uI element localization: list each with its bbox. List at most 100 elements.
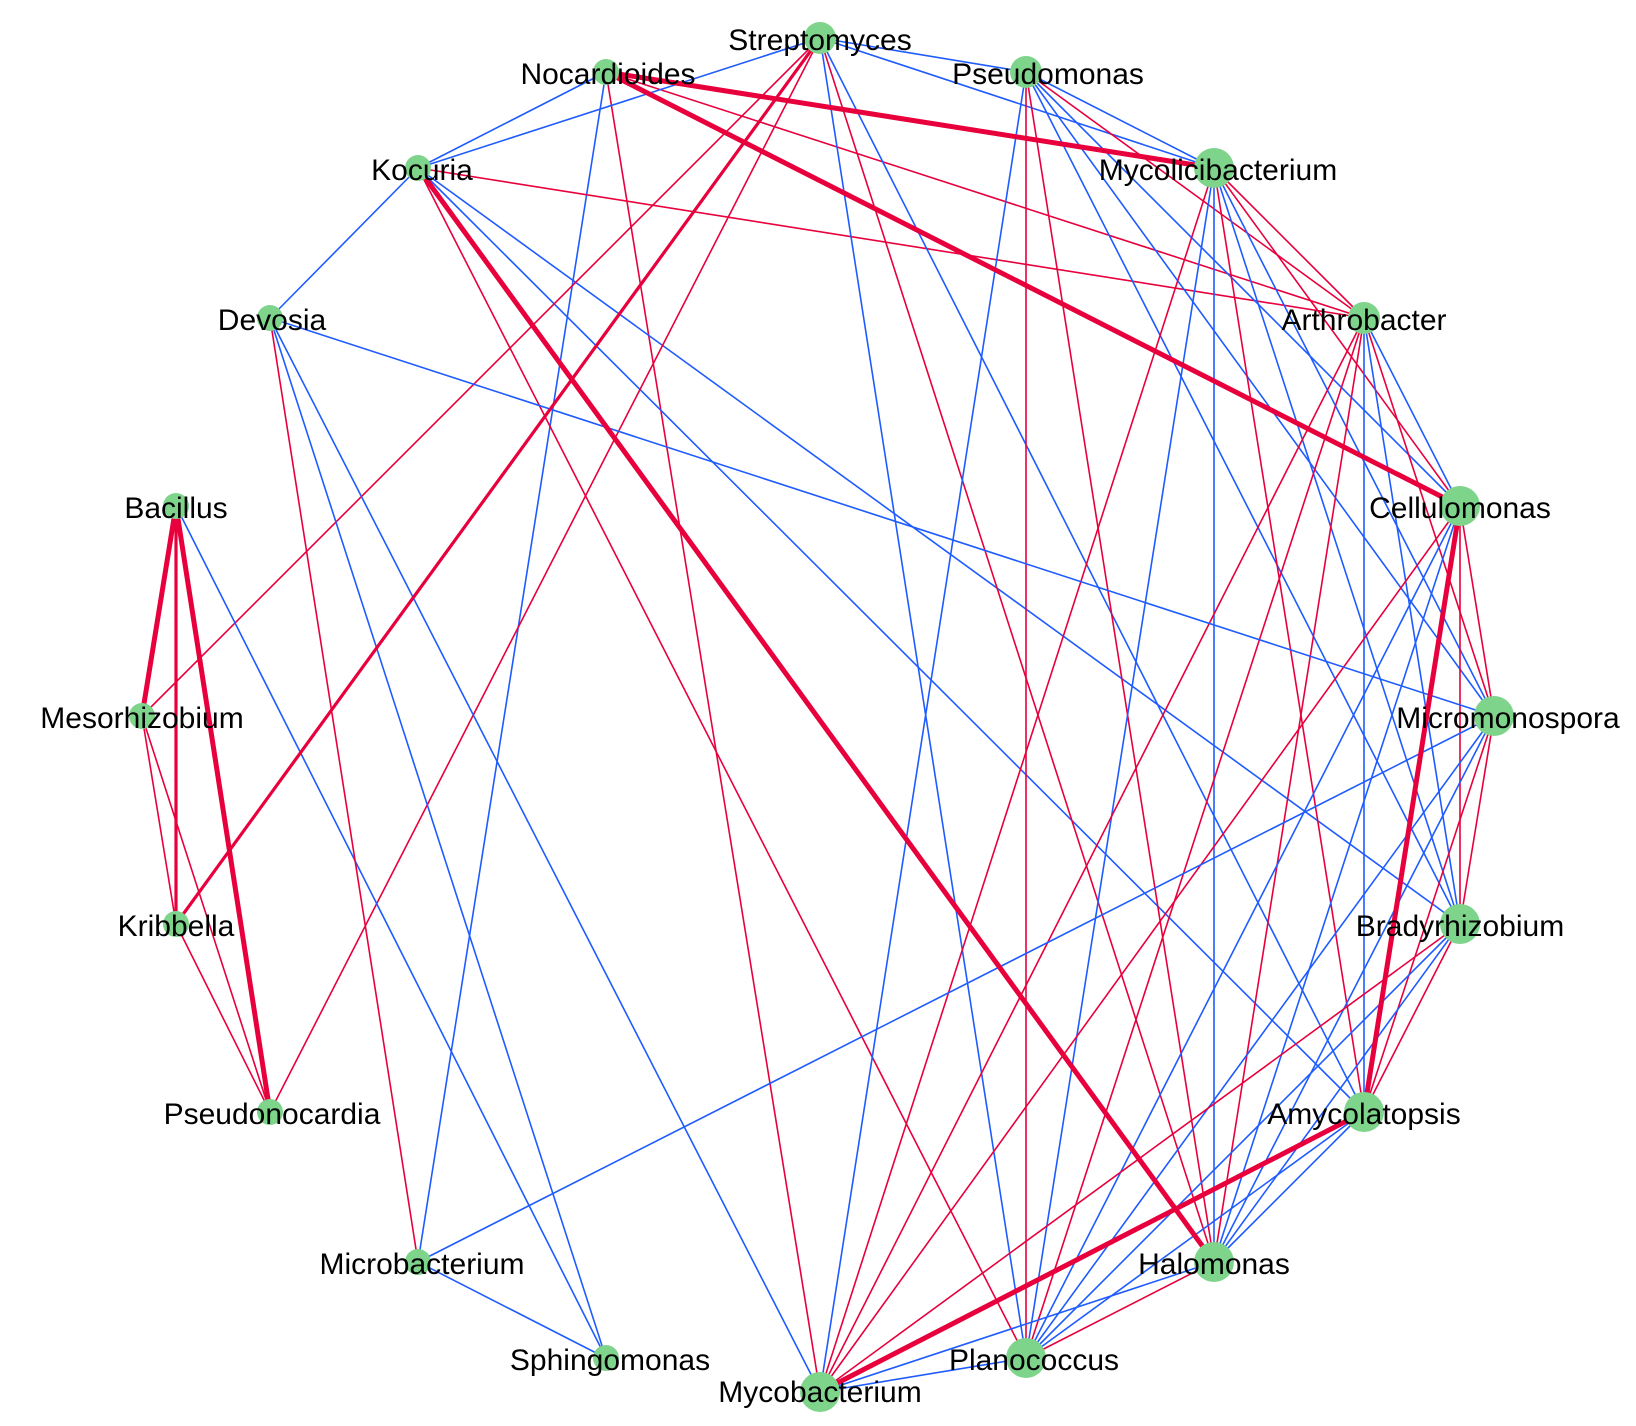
edge-streptomyces-kribbella (174, 36, 822, 926)
node-label-halomonas: Halomonas (1138, 1248, 1290, 1281)
edge-sphingomonas-devosia (269, 317, 607, 1359)
node-label-cellulomonas: Cellulomonas (1369, 492, 1551, 525)
edge-cellulomonas-amycolatopsis (1361, 503, 1463, 1115)
edge-kribbella-pseudonocardia (175, 923, 271, 1113)
edge-micromonospora-planococcus (1025, 715, 1495, 1359)
edge-nocardioides-cellulomonas (603, 69, 1463, 509)
node-label-kribbella: Kribbella (118, 910, 235, 943)
edge-streptomyces-halomonas (819, 37, 1215, 1263)
edge-bradyrhizobium-halomonas (1213, 923, 1461, 1263)
edge-cellulomonas-halomonas (1213, 505, 1461, 1263)
edge-kocuria-arthrobacter (417, 167, 1365, 319)
node-mycobacterium (800, 1372, 840, 1412)
edge-pseudomonas-bradyrhizobium (1025, 71, 1461, 925)
edge-microbacterium-devosia (269, 317, 419, 1263)
node-label-nocardioides: Nocardioides (520, 58, 695, 91)
edge-sphingomonas-microbacterium (417, 1261, 607, 1359)
edge-streptomyces-pseudonocardia (269, 37, 821, 1113)
node-label-devosia: Devosia (218, 304, 327, 337)
node-label-mycobacterium: Mycobacterium (718, 1376, 921, 1409)
node-devosia (257, 305, 283, 331)
node-kribbella (163, 911, 189, 937)
edge-streptomyces-amycolatopsis (819, 37, 1365, 1113)
edge-cellulomonas-planococcus (1025, 505, 1461, 1359)
node-label-pseudonocardia: Pseudonocardia (164, 1098, 381, 1131)
node-mesorhizobium (129, 703, 155, 729)
edge-amycolatopsis-halomonas (1213, 1111, 1365, 1263)
edge-bradyrhizobium-planococcus (1025, 923, 1461, 1359)
edge-kocuria-planococcus (417, 167, 1027, 1359)
edge-streptomyces-kocuria (417, 37, 821, 169)
edge-micromonospora-devosia (269, 317, 1495, 717)
node-bradyrhizobium (1440, 904, 1480, 944)
node-label-micromonospora: Micromonospora (1396, 702, 1620, 735)
node-label-sphingomonas: Sphingomonas (510, 1344, 710, 1377)
node-label-pseudomonas: Pseudomonas (952, 58, 1144, 91)
edge-cellulomonas-micromonospora (1459, 505, 1495, 717)
edge-mycolicibacterium-arthrobacter (1213, 167, 1365, 319)
label-layer: StreptomycesPseudomonasMycolicibacterium… (40, 24, 1620, 1409)
node-label-microbacterium: Microbacterium (319, 1248, 524, 1281)
edge-amycolatopsis-mycobacterium (817, 1109, 1367, 1395)
edge-layer (139, 36, 1495, 1395)
edge-bacillus-pseudonocardia (173, 503, 273, 1115)
node-streptomyces (804, 22, 836, 54)
edge-bradyrhizobium-amycolatopsis (1363, 923, 1461, 1113)
edge-pseudomonas-mycolicibacterium (1025, 71, 1215, 169)
node-arthrobacter (1348, 302, 1380, 334)
edge-bacillus-mesorhizobium (139, 503, 179, 719)
edge-planococcus-mycobacterium (819, 1357, 1027, 1393)
edge-kocuria-halomonas (415, 165, 1217, 1265)
edge-micromonospora-halomonas (1213, 715, 1495, 1263)
edge-nocardioides-microbacterium (417, 71, 607, 1263)
edge-halomonas-mycobacterium (819, 1261, 1215, 1393)
node-amycolatopsis (1344, 1092, 1384, 1132)
edge-pseudomonas-mycobacterium (819, 71, 1027, 1393)
node-label-streptomyces: Streptomyces (728, 24, 911, 57)
edge-pseudomonas-halomonas (1025, 71, 1215, 1263)
edge-mycolicibacterium-amycolatopsis (1213, 167, 1365, 1113)
edge-micromonospora-amycolatopsis (1363, 715, 1495, 1113)
edge-arthrobacter-planococcus (1025, 317, 1365, 1359)
edge-pseudomonas-arthrobacter (1025, 71, 1365, 319)
edge-nocardioides-arthrobacter (605, 71, 1365, 319)
edge-streptomyces-planococcus (819, 37, 1027, 1359)
edge-mycolicibacterium-cellulomonas (1213, 167, 1461, 507)
node-label-kocuria: Kocuria (371, 154, 473, 187)
edge-arthrobacter-micromonospora (1363, 317, 1495, 717)
node-label-arthrobacter: Arthrobacter (1281, 304, 1446, 337)
edge-mycolicibacterium-micromonospora (1213, 167, 1495, 717)
node-planococcus (1006, 1338, 1046, 1378)
edge-micromonospora-bradyrhizobium (1459, 715, 1495, 925)
node-nocardioides (593, 59, 619, 85)
edge-nocardioides-kocuria (417, 71, 607, 169)
edge-streptomyces-mycolicibacterium (819, 37, 1215, 169)
node-micromonospora (1474, 696, 1514, 736)
node-bacillus (163, 493, 189, 519)
node-label-bradyrhizobium: Bradyrhizobium (1356, 910, 1564, 943)
edge-kocuria-bradyrhizobium (417, 167, 1461, 925)
node-pseudonocardia (257, 1099, 283, 1125)
node-microbacterium (405, 1249, 431, 1275)
edge-nocardioides-mycobacterium (605, 71, 821, 1393)
edge-mycolicibacterium-mycobacterium (819, 167, 1215, 1393)
node-kocuria (405, 155, 431, 181)
node-label-amycolatopsis: Amycolatopsis (1267, 1098, 1460, 1131)
edge-kocuria-amycolatopsis (417, 167, 1365, 1113)
edge-halomonas-planococcus (1025, 1261, 1215, 1359)
node-label-planococcus: Planococcus (949, 1344, 1119, 1377)
edge-cellulomonas-mycobacterium (819, 505, 1461, 1393)
edge-kocuria-devosia (269, 167, 419, 319)
edge-arthrobacter-cellulomonas (1363, 317, 1461, 507)
node-label-mesorhizobium: Mesorhizobium (40, 702, 243, 735)
node-halomonas (1194, 1242, 1234, 1282)
edge-sphingomonas-bacillus (175, 505, 607, 1359)
edge-arthrobacter-bradyrhizobium (1363, 317, 1461, 925)
edge-streptomyces-mesorhizobium (141, 37, 821, 717)
node-pseudomonas (1010, 56, 1042, 88)
node-sphingomonas (593, 1345, 619, 1371)
edge-arthrobacter-mycobacterium (819, 317, 1365, 1393)
edge-micromonospora-microbacterium (417, 715, 1495, 1263)
node-label-bacillus: Bacillus (124, 492, 227, 525)
